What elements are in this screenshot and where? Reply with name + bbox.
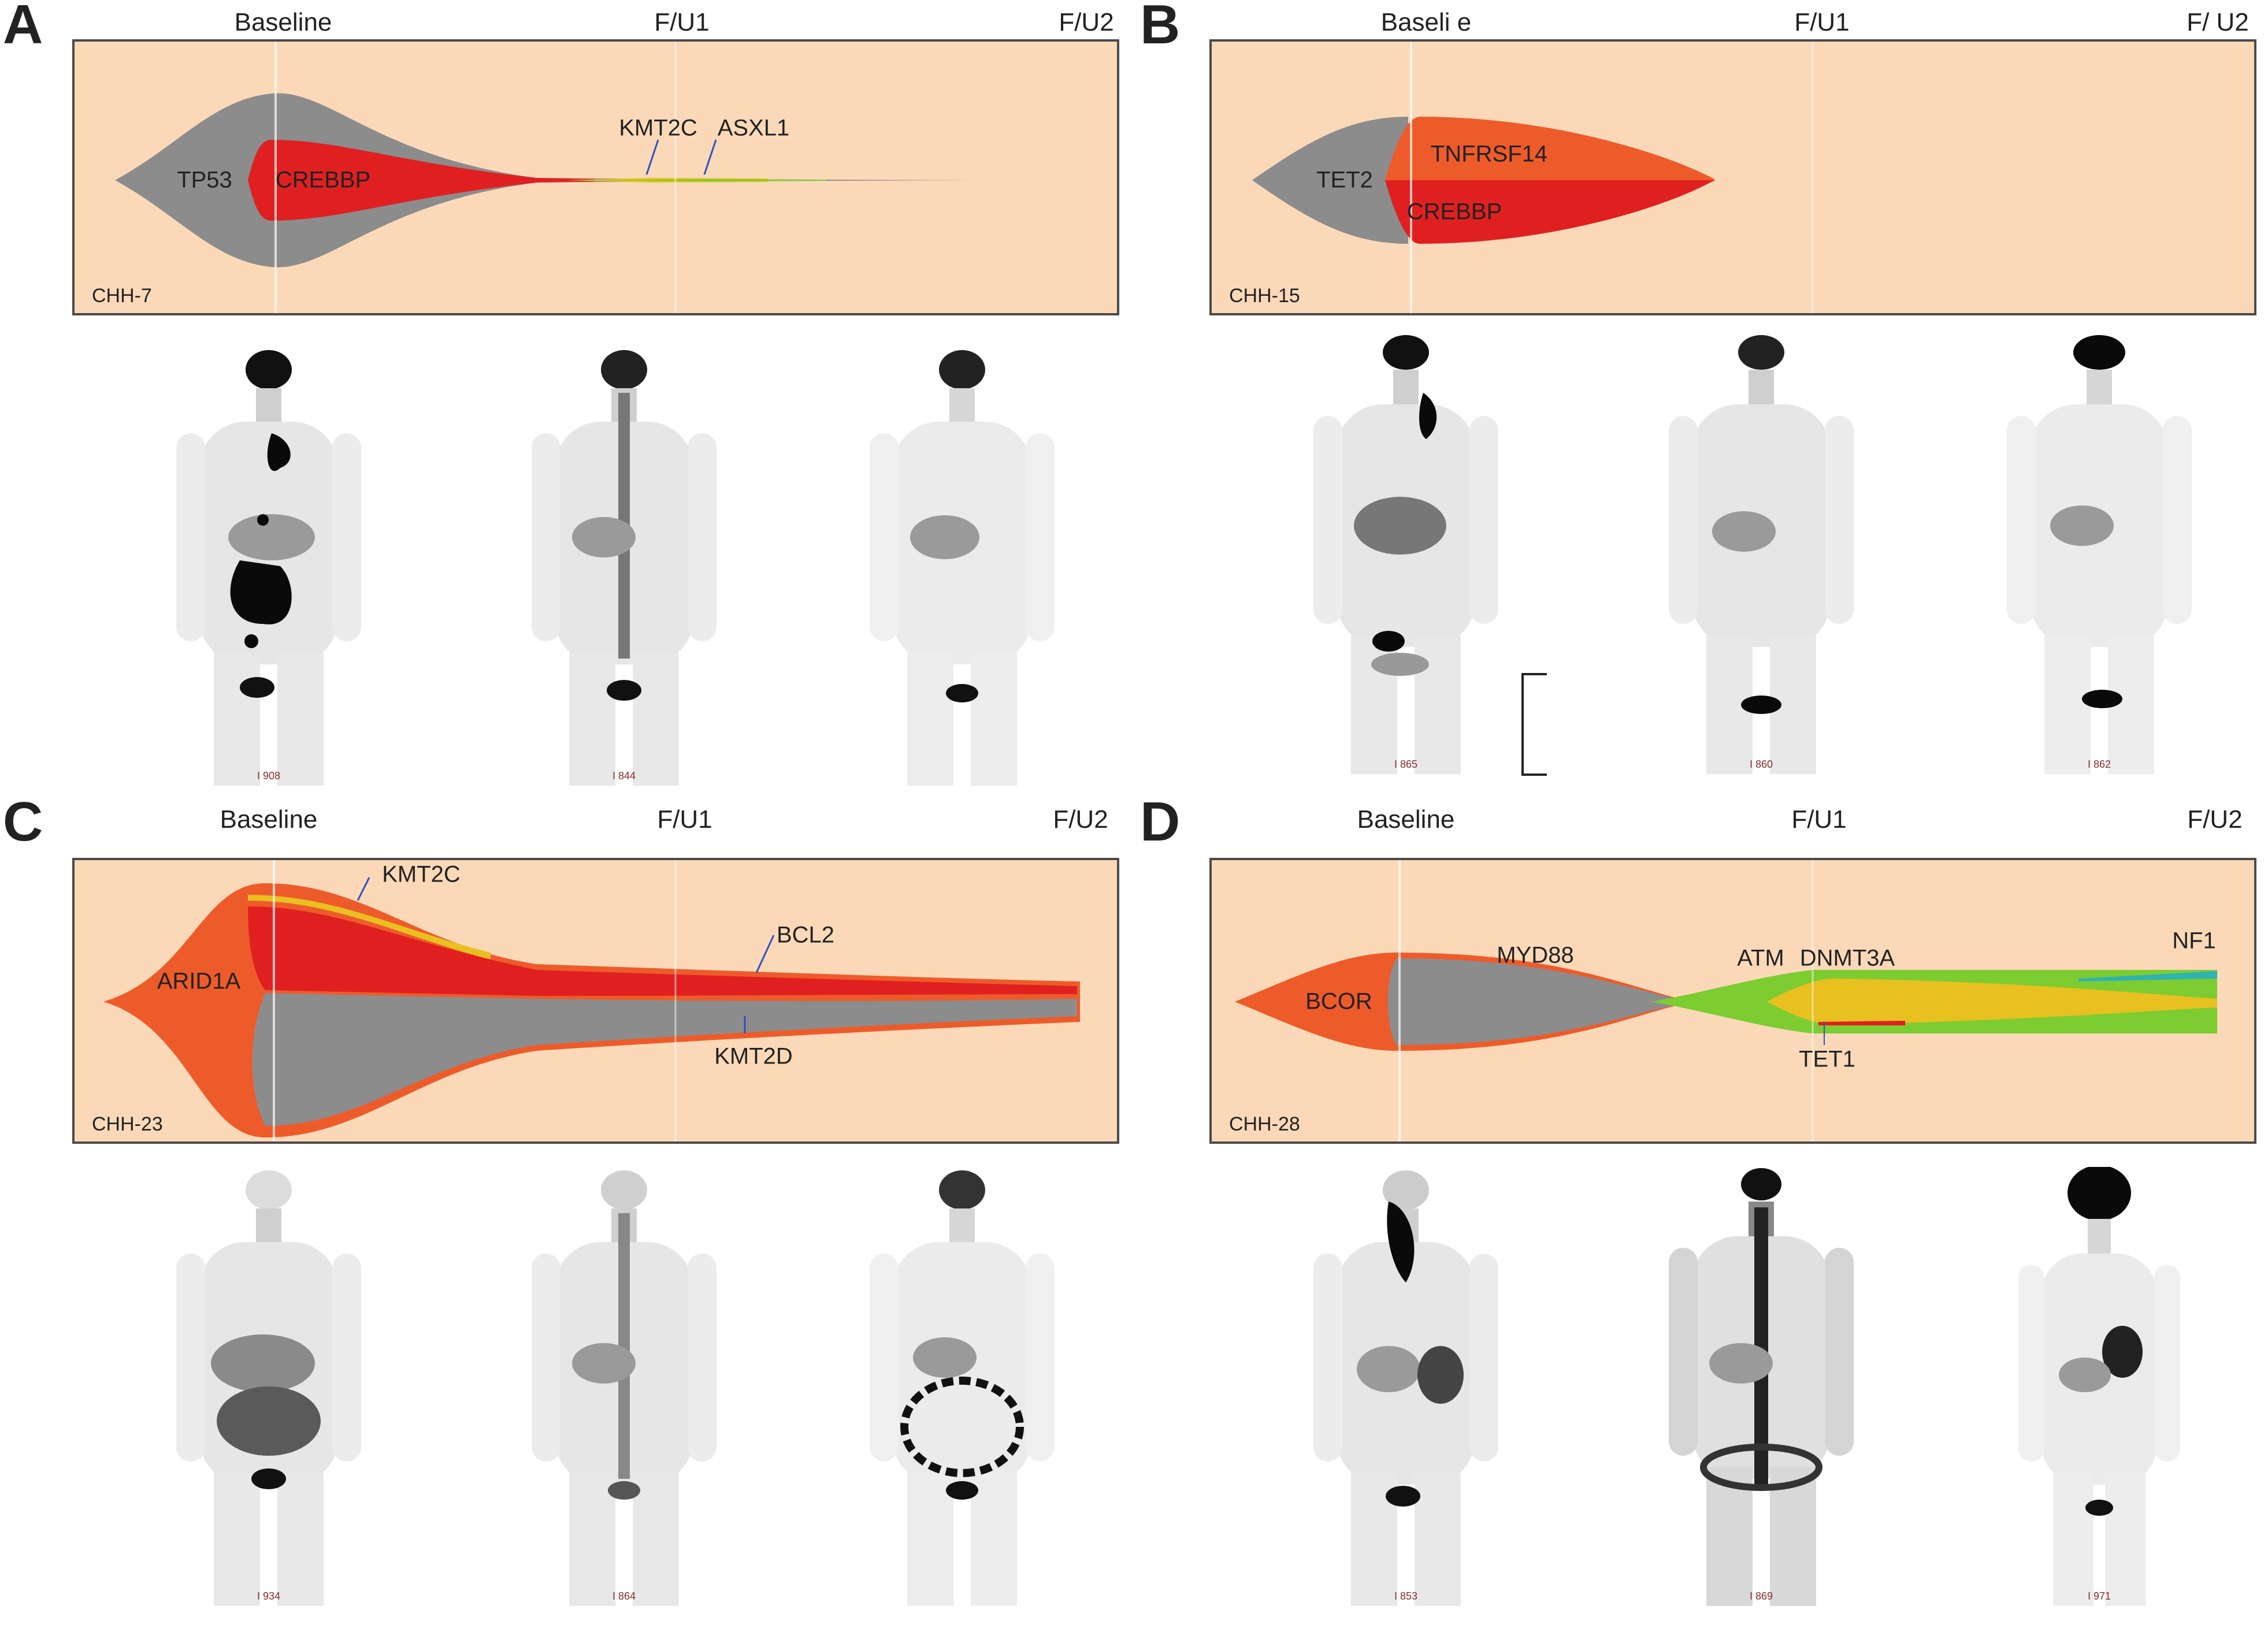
fish-plot: BCOR MYD88 ATM DNMT3A NF1 TET1 CHH-28	[1209, 858, 2256, 1144]
fish-plot: TP53 CREBBP KMT2C ASXL1 CHH-7	[72, 39, 1119, 315]
timepoint-label: F/U2	[2187, 805, 2243, 834]
pet-body	[2007, 335, 2192, 774]
pet-body	[2018, 1165, 2180, 1606]
gene-label-asxl1: ASXL1	[717, 115, 790, 141]
timepoint-label: Baseli e	[1380, 8, 1472, 36]
pet-scan-fu2	[841, 347, 1083, 786]
clone-nf1	[2078, 971, 2217, 981]
fish-plot: ARID1A KMT2C BCL2 KMT2D CHH-23	[72, 858, 1119, 1144]
pet-scan-fu2	[841, 1167, 1083, 1606]
gene-label-tet1: TET1	[1799, 1046, 1855, 1072]
pet-body	[1669, 1168, 1854, 1606]
scan-caption: I 860	[1749, 758, 1773, 770]
scan-caption: I 853	[1394, 1590, 1418, 1602]
pet-body	[532, 1170, 717, 1606]
pet-body	[1669, 335, 1854, 774]
panel-letter: D	[1140, 791, 1181, 853]
clone-kmt2d	[252, 993, 1077, 1126]
pet-scan-fu1: I 844	[503, 347, 745, 786]
scan-caption: I 869	[1749, 1590, 1773, 1602]
pet-body	[1313, 1170, 1498, 1606]
timepoint-label: Baseline	[234, 8, 332, 36]
patient-id: CHH-7	[92, 285, 152, 307]
panel-letter: A	[3, 0, 43, 55]
pet-scan-fu2: I 862	[1978, 335, 2221, 774]
scan-caption: I 864	[612, 1590, 636, 1602]
pet-scan-fu1: I 860	[1640, 335, 1883, 774]
gene-label-arid1a: ARID1A	[157, 968, 241, 994]
gene-label-myd88: MYD88	[1497, 942, 1574, 968]
pet-scan-fu1: I 864	[503, 1167, 745, 1606]
patient-id: CHH-28	[1229, 1113, 1300, 1135]
pet-body	[1313, 335, 1498, 774]
pet-scan-fu1: I 869	[1640, 1167, 1883, 1606]
fish-plot: TET2 TNFRSF14 CREBBP CHH-15	[1209, 39, 2256, 315]
clone-tet1	[1818, 1021, 1905, 1025]
clone-crebbp	[248, 140, 595, 221]
timepoint-label: Baseline	[220, 805, 318, 834]
clone-asxl1	[595, 179, 826, 181]
fish-plot-graphic	[1252, 42, 1814, 313]
scan-caption: I 971	[2087, 1590, 2111, 1602]
pet-scan-fu2: I 971	[1978, 1165, 2221, 1606]
clone-myd88	[1388, 958, 1691, 1045]
gene-label-crebbp: CREBBP	[1406, 199, 1502, 225]
timepoint-label: F/U1	[1794, 8, 1850, 36]
fish-plot-graphic	[103, 860, 1080, 1141]
scan-caption: I 865	[1394, 758, 1418, 770]
pet-body	[532, 350, 717, 786]
panel-c: C Baseline F/U1 F/U2 ARID1A KMT2C BCL2 K…	[3, 791, 1170, 1606]
gene-label-bcor: BCOR	[1305, 988, 1372, 1014]
patient-id: CHH-23	[92, 1113, 163, 1135]
timepoint-label: F/U1	[1791, 805, 1847, 834]
clone-tet2	[1252, 117, 1408, 244]
gene-label-tet2: TET2	[1316, 167, 1373, 193]
clone-tnfrsf14	[1385, 117, 1714, 181]
clone-bcl2	[248, 906, 1077, 996]
timepoint-label: F/U2	[1053, 805, 1108, 834]
pet-body	[870, 1170, 1055, 1606]
scan-caption: I 934	[257, 1590, 281, 1602]
gene-label-nf1: NF1	[2172, 928, 2216, 954]
panel-letter: C	[3, 791, 43, 853]
scan-caption: I 908	[257, 770, 281, 782]
timepoint-label: F/U1	[657, 805, 712, 834]
fish-plot-graphic	[115, 42, 982, 313]
pet-body	[176, 1170, 361, 1606]
fish-plot-graphic	[1235, 860, 2217, 1141]
gene-label-bcl2: BCL2	[776, 922, 835, 948]
pet-scan-baseline: I 853	[1285, 1167, 1527, 1606]
gene-label-kmt2c: KMT2C	[382, 861, 461, 887]
scan-caption: I 862	[2087, 758, 2111, 770]
timepoint-label: F/ U2	[2187, 8, 2249, 36]
timepoint-label: F/U1	[654, 8, 710, 36]
gene-label-tp53: TP53	[177, 167, 232, 193]
timepoint-label: Baseline	[1357, 805, 1455, 834]
pet-body	[176, 350, 361, 786]
pet-scan-baseline: I 934	[147, 1167, 390, 1606]
clone-dnmt3a	[1766, 979, 2217, 1025]
panel-a: A Baseline F/U1 F/U2 TP53 CREBBP KMT2C A…	[3, 0, 1170, 797]
gene-label-kmt2c: KMT2C	[619, 115, 697, 141]
pet-body	[870, 350, 1055, 786]
scan-caption: I 844	[612, 770, 636, 782]
clone-crebbp	[1385, 180, 1714, 244]
pet-scan-baseline: I 908	[147, 347, 390, 786]
gene-label-crebbp: CREBBP	[275, 167, 371, 193]
panel-d: D Baseline F/U1 F/U2 BCOR MYD88 ATM DNMT…	[1140, 791, 2268, 1606]
timepoint-label: F/U2	[1059, 8, 1114, 36]
gene-label-dnmt3a: DNMT3A	[1799, 945, 1895, 971]
patient-id: CHH-15	[1229, 285, 1300, 307]
pet-scan-baseline: I 865	[1285, 335, 1527, 774]
gene-label-tnfrsf14: TNFRSF14	[1430, 141, 1548, 167]
scale-bracket	[1521, 673, 1547, 776]
clone-kmt2c	[248, 895, 491, 960]
gene-label-kmt2d: KMT2D	[714, 1043, 793, 1069]
panel-letter: B	[1140, 0, 1181, 55]
panel-b: B Baseli e F/U1 F/ U2 TET2 TNFRSF14 CREB…	[1140, 0, 2268, 797]
gene-label-atm: ATM	[1737, 945, 1784, 971]
